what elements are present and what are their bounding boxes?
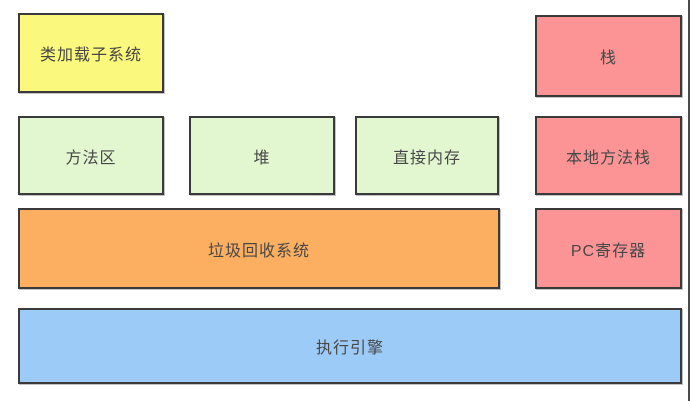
box-direct-memory: 直接内存 <box>355 116 499 195</box>
box-pc-register-label: PC寄存器 <box>570 242 647 260</box>
box-garbage-collection-system: 垃圾回收系统 <box>18 208 500 289</box>
box-native-method-stack: 本地方法栈 <box>535 116 682 195</box>
box-heap-label: 堆 <box>253 149 271 167</box>
box-pc-register: PC寄存器 <box>535 208 682 289</box>
box-garbage-collection-system-label: 垃圾回收系统 <box>207 242 310 260</box>
box-method-area-label: 方法区 <box>65 149 117 167</box>
box-stack-label: 栈 <box>599 50 617 67</box>
right-frame-line <box>688 0 690 401</box>
box-stack: 栈 <box>535 15 682 97</box>
box-execution-engine-label: 执行引擎 <box>315 340 384 357</box>
box-method-area: 方法区 <box>18 116 164 195</box>
box-native-method-stack-label: 本地方法栈 <box>565 149 651 167</box>
box-class-loader-subsystem: 类加载子系统 <box>18 13 164 93</box>
box-execution-engine: 执行引擎 <box>18 308 682 384</box>
box-class-loader-subsystem-label: 类加载子系统 <box>39 47 142 64</box>
box-heap: 堆 <box>189 116 335 195</box>
box-direct-memory-label: 直接内存 <box>392 149 461 167</box>
